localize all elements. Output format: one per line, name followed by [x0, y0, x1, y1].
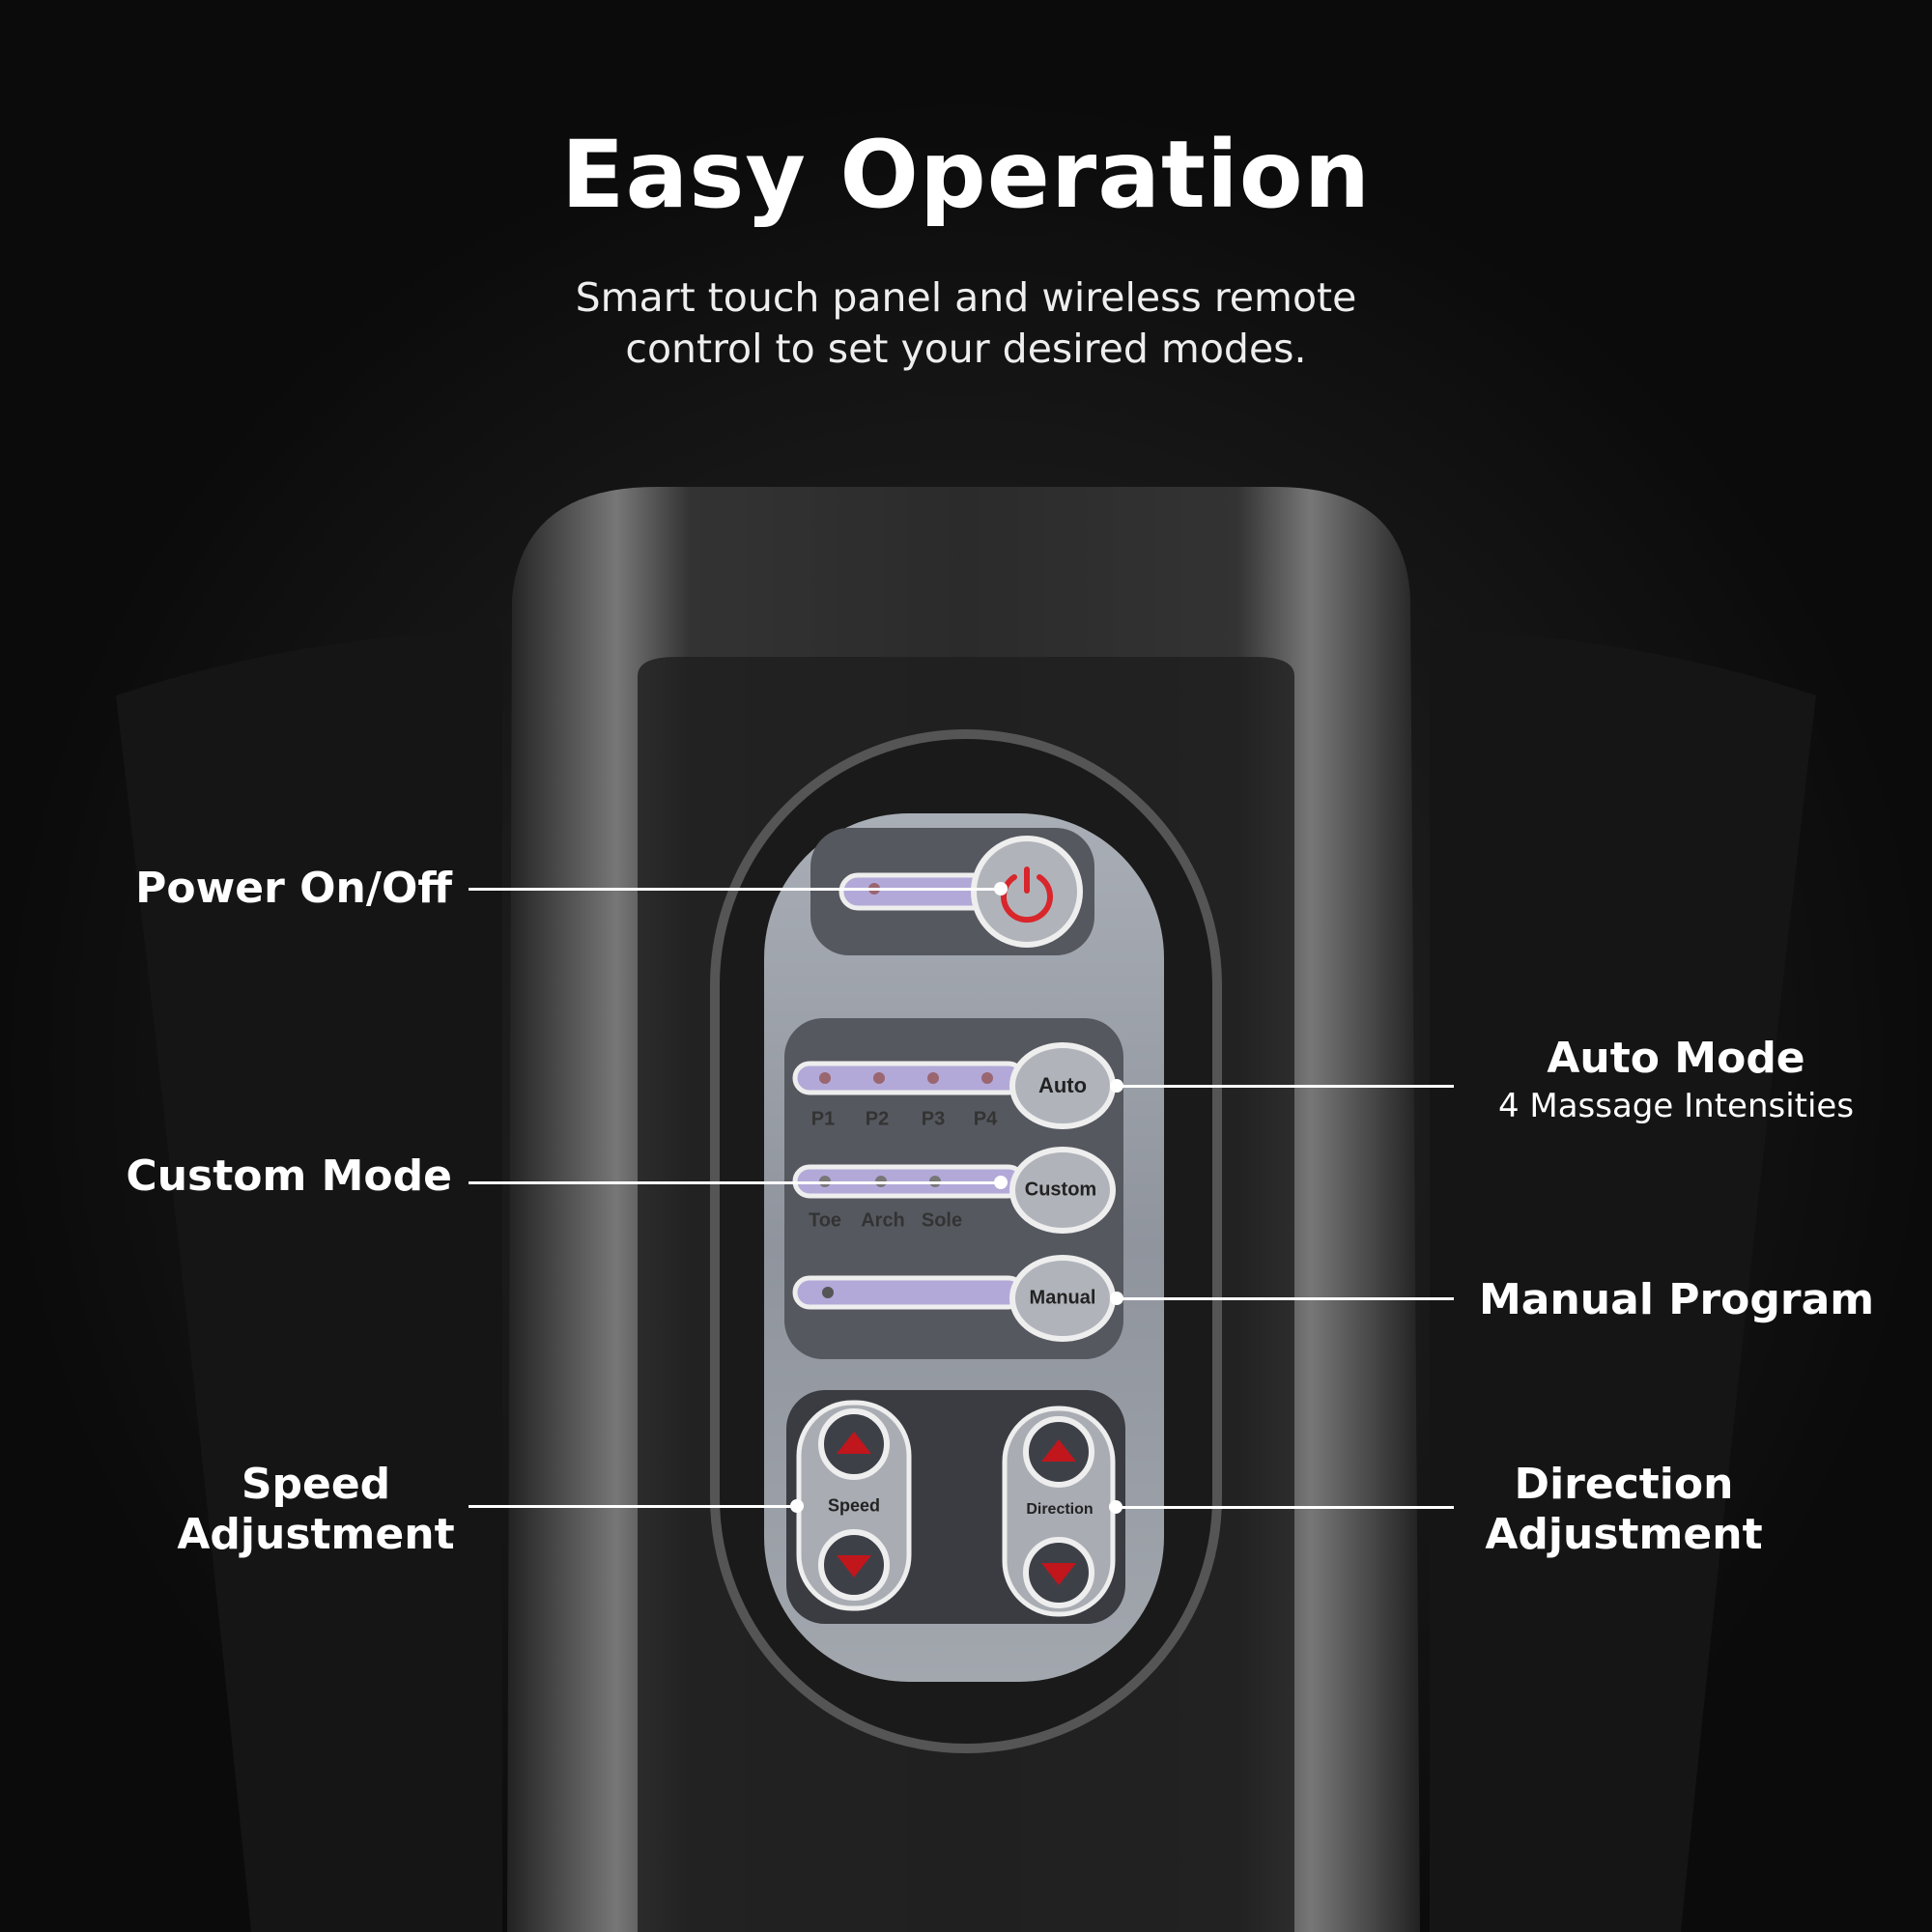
callout-line-manual [1117, 1297, 1454, 1300]
direction-label: Direction [1026, 1501, 1094, 1518]
intensity-label: P2 [865, 1108, 890, 1130]
callout-direction-line: Direction [1514, 1460, 1734, 1509]
manual-button-label[interactable]: Manual [1029, 1287, 1096, 1309]
callout-direction-line: Adjustment [1485, 1510, 1763, 1559]
arrow-icons [837, 1432, 1076, 1585]
callout-custom: Custom Mode [126, 1151, 452, 1201]
callout-dot [1109, 1500, 1122, 1514]
intensity-label: P3 [921, 1108, 946, 1130]
callout-dot [994, 882, 1008, 895]
callout-dot [790, 1499, 804, 1513]
custom-button-label[interactable]: Custom [1024, 1179, 1097, 1201]
callout-manual: Manual Program [1479, 1275, 1875, 1324]
callout-line-speed [469, 1505, 797, 1508]
left-foot-sleeve [116, 628, 502, 1932]
callout-line-power [469, 888, 1001, 891]
callout-speed: Speed Adjustment [123, 1460, 509, 1560]
page-title: Easy Operation [560, 121, 1372, 229]
zone-label: Toe [808, 1209, 842, 1232]
callout-speed-line: Adjustment [177, 1510, 455, 1559]
callout-dot [1110, 1292, 1123, 1305]
subtitle-line: control to set your desired modes. [625, 326, 1307, 372]
zone-label: Sole [921, 1209, 963, 1232]
callout-speed-line: Speed [241, 1460, 391, 1509]
callout-dot [994, 1176, 1008, 1189]
page-subtitle: Smart touch panel and wireless remote co… [0, 272, 1932, 375]
callout-line-custom [469, 1181, 1001, 1184]
callout-dot [1110, 1079, 1123, 1093]
speed-label: Speed [827, 1495, 881, 1516]
callout-direction: Direction Adjustment [1431, 1460, 1817, 1560]
right-foot-sleeve [1430, 628, 1816, 1932]
callout-line-auto [1117, 1085, 1454, 1088]
auto-button-label[interactable]: Auto [1037, 1073, 1088, 1097]
subtitle-line: Smart touch panel and wireless remote [575, 274, 1357, 321]
callout-line-direction [1116, 1506, 1454, 1509]
intensity-label: P1 [810, 1108, 836, 1130]
custom-button [1009, 1147, 1116, 1234]
callout-auto-title: Auto Mode [1547, 1034, 1805, 1083]
callout-power: Power On/Off [135, 864, 452, 913]
callout-auto: Auto Mode 4 Massage Intensities [1483, 1034, 1869, 1128]
zone-label: Arch [861, 1209, 905, 1232]
callout-auto-subtitle: 4 Massage Intensities [1497, 1087, 1855, 1125]
intensity-label: P4 [973, 1108, 998, 1130]
